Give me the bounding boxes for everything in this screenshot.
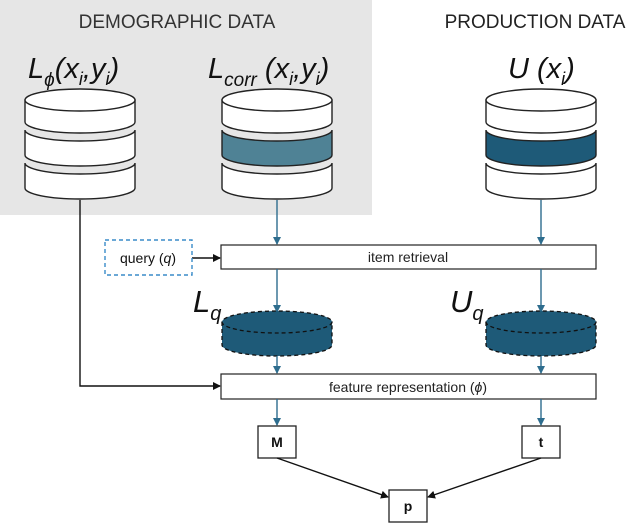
m-label: M: [271, 434, 283, 450]
u-database-icon: [485, 88, 597, 200]
u-q-subset-icon: [485, 310, 597, 357]
u-q-label: Uq: [450, 284, 484, 325]
feature-representation-box: [220, 373, 597, 400]
t-box: [521, 425, 561, 459]
item-retrieval-label: item retrieval: [368, 249, 448, 265]
query-label: query (q): [120, 250, 176, 266]
p-box: [388, 489, 428, 523]
l-phi-database-icon: [24, 88, 136, 200]
demographic-group-label: DEMOGRAPHIC DATA: [79, 12, 276, 33]
u-title: U (xi): [508, 53, 575, 89]
l-corr-database-icon: [221, 88, 333, 200]
m-box: [257, 425, 297, 459]
l-phi-to-feature-line: [79, 200, 221, 390]
production-group-label: PRODUCTION DATA: [445, 12, 626, 33]
feature-representation-label: feature representation (ϕ): [329, 379, 487, 395]
m-to-p-arrow: [276, 457, 389, 499]
l-phi-title: Lϕ(xi,yi): [28, 53, 119, 91]
t-label: t: [539, 434, 544, 450]
l-corr-title: Lcorr (xi,yi): [208, 53, 329, 91]
l-q-subset-icon: [221, 310, 333, 357]
t-to-p-arrow: [427, 457, 542, 499]
l-q-label: Lq: [193, 284, 221, 325]
item-retrieval-box: [220, 244, 597, 270]
query-box: [104, 239, 193, 276]
p-label: p: [404, 498, 413, 514]
